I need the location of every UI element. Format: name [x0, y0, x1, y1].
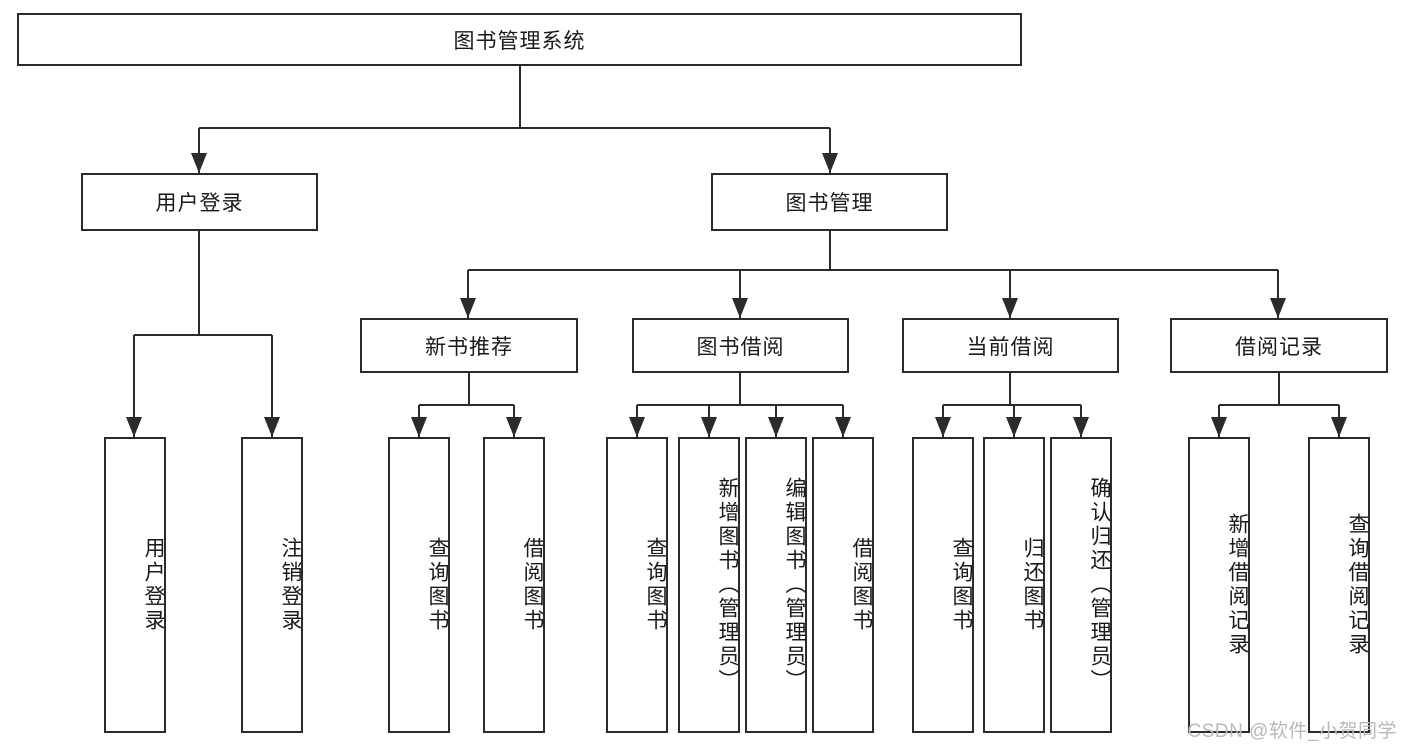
- node-label: 借阅图书: [850, 537, 873, 633]
- arrowhead-icon: [191, 153, 207, 173]
- node-borrow-record[interactable]: 借阅记录: [1170, 318, 1388, 373]
- node-label: 归还图书: [1021, 537, 1044, 633]
- arrowhead-icon: [822, 153, 838, 173]
- node-label: 注销登录: [279, 537, 302, 633]
- arrowhead-icon: [1331, 417, 1347, 437]
- arrowhead-icon: [1270, 298, 1286, 318]
- arrowhead-icon: [768, 417, 784, 437]
- node-leaf-borrow-book[interactable]: 借阅图书: [812, 437, 874, 733]
- arrowhead-icon: [1006, 417, 1022, 437]
- node-label: 编辑图书（管理员）: [783, 477, 806, 693]
- node-label: 查询图书: [644, 537, 667, 633]
- node-label: 新书推荐: [425, 335, 513, 359]
- node-book-manage[interactable]: 图书管理: [711, 173, 948, 231]
- node-label: 借阅图书: [521, 537, 544, 633]
- node-label: 新增借阅记录: [1226, 513, 1249, 657]
- node-leaf-user-login[interactable]: 用户登录: [104, 437, 166, 733]
- node-leaf-query-book-cur[interactable]: 查询图书: [912, 437, 974, 733]
- arrowhead-icon: [264, 417, 280, 437]
- arrowhead-icon: [935, 417, 951, 437]
- node-label: 图书管理: [785, 192, 874, 215]
- arrowhead-icon: [1002, 298, 1018, 318]
- node-book-borrow[interactable]: 图书借阅: [632, 318, 849, 373]
- node-current-borrow[interactable]: 当前借阅: [902, 318, 1119, 373]
- node-label: 图书借阅: [696, 335, 785, 359]
- node-leaf-user-logout[interactable]: 注销登录: [241, 437, 303, 733]
- node-label: 查询借阅记录: [1346, 513, 1369, 657]
- node-label: 借阅记录: [1235, 335, 1323, 359]
- arrowhead-icon: [1073, 417, 1089, 437]
- node-label: 图书管理系统: [453, 29, 586, 53]
- node-leaf-add-record[interactable]: 新增借阅记录: [1188, 437, 1250, 733]
- arrowhead-icon: [126, 417, 142, 437]
- node-leaf-query-book-borrow[interactable]: 查询图书: [606, 437, 668, 733]
- node-label: 用户登录: [142, 537, 165, 633]
- node-label: 查询图书: [426, 537, 449, 633]
- node-label: 确认归还（管理员）: [1088, 477, 1111, 693]
- arrowhead-icon: [1211, 417, 1227, 437]
- node-label: 用户登录: [155, 192, 244, 215]
- node-new-book-rec[interactable]: 新书推荐: [360, 318, 578, 373]
- node-root[interactable]: 图书管理系统: [17, 13, 1022, 66]
- watermark: CSDN @软件_小贺同学: [1187, 721, 1397, 742]
- node-label: 当前借阅: [966, 335, 1055, 359]
- node-label: 查询图书: [950, 537, 973, 633]
- node-leaf-edit-book[interactable]: 编辑图书（管理员）: [745, 437, 807, 733]
- arrowhead-icon: [411, 417, 427, 437]
- node-user-login[interactable]: 用户登录: [81, 173, 318, 231]
- node-leaf-query-book-rec[interactable]: 查询图书: [388, 437, 450, 733]
- node-label: 新增图书（管理员）: [716, 477, 739, 693]
- node-leaf-borrow-book-rec[interactable]: 借阅图书: [483, 437, 545, 733]
- arrowhead-icon: [460, 298, 476, 318]
- arrowhead-icon: [701, 417, 717, 437]
- arrowhead-icon: [629, 417, 645, 437]
- node-leaf-query-record[interactable]: 查询借阅记录: [1308, 437, 1370, 733]
- arrowhead-icon: [732, 298, 748, 318]
- arrowhead-icon: [506, 417, 522, 437]
- node-leaf-return-book[interactable]: 归还图书: [983, 437, 1045, 733]
- node-leaf-add-book[interactable]: 新增图书（管理员）: [678, 437, 740, 733]
- arrowhead-icon: [835, 417, 851, 437]
- node-leaf-confirm-return[interactable]: 确认归还（管理员）: [1050, 437, 1112, 733]
